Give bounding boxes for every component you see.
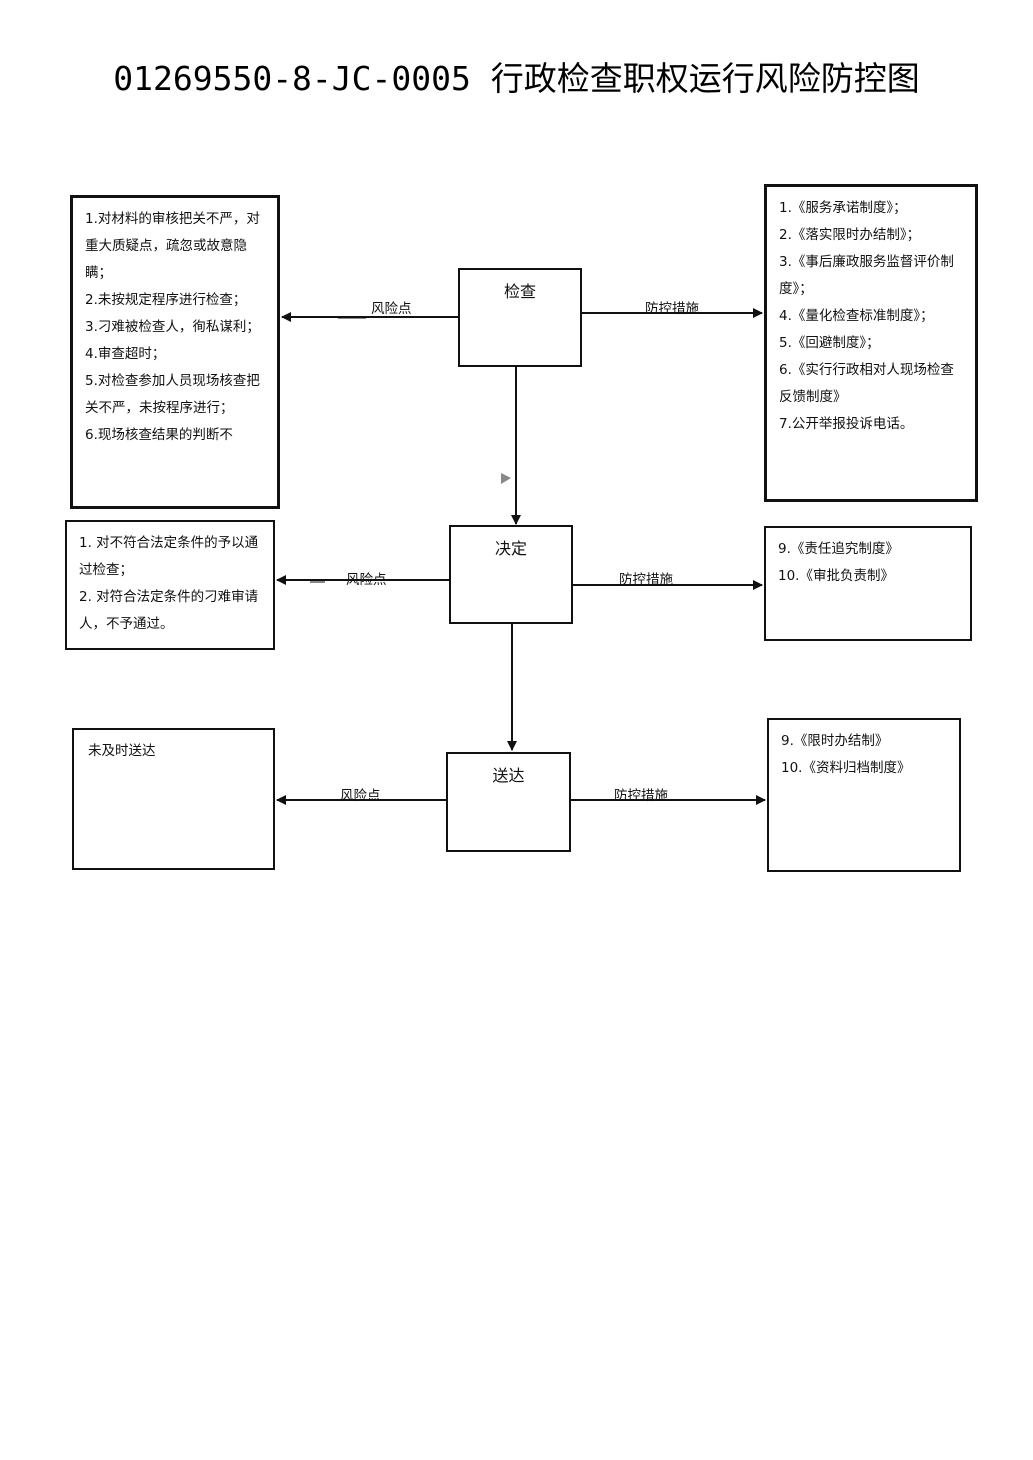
risk-label-2: 风险点 <box>346 572 387 588</box>
node-deliver: 送达 <box>446 752 571 852</box>
risk-item: 5.对检查参加人员现场核查把关不严，未按程序进行； <box>85 373 260 416</box>
control-box-2: 9.《责任追究制度》 10.《审批负责制》 <box>764 526 972 641</box>
risk-item: 未及时送达 <box>88 743 156 759</box>
risk-label-1: 风险点 <box>371 301 412 317</box>
node-inspect: 检查 <box>458 268 582 367</box>
risk-item: 3.刁难被检查人，徇私谋利； <box>85 319 260 335</box>
control-item: 6.《实行行政相对人现场检查反馈制度》 <box>779 362 954 405</box>
risk-list-2: 1. 对不符合法定条件的予以通过检查； 2. 对符合法定条件的刁难审请人，不予通… <box>79 530 263 638</box>
control-item: 1.《服务承诺制度》； <box>779 200 907 216</box>
control-item: 9.《限时办结制》 <box>781 733 889 749</box>
control-label-3: 防控措施 <box>614 788 668 804</box>
risk-box-2: 1. 对不符合法定条件的予以通过检查； 2. 对符合法定条件的刁难审请人，不予通… <box>65 520 275 650</box>
control-item: 5.《回避制度》； <box>779 335 880 351</box>
control-label-1: 防控措施 <box>645 301 699 317</box>
risk-item: 2.未按规定程序进行检查； <box>85 292 247 308</box>
risk-item: 6.现场核查结果的判断不 <box>85 427 233 443</box>
risk-item: 4.审查超时； <box>85 346 166 362</box>
flow-marker-triangle <box>501 473 511 484</box>
node-deliver-label: 送达 <box>492 766 525 785</box>
risk-item: 1. 对不符合法定条件的予以通过检查； <box>79 535 259 578</box>
control-item: 4.《量化检查标准制度》； <box>779 308 934 324</box>
control-box-1: 1.《服务承诺制度》； 2.《落实限时办结制》； 3.《事后廉政服务监督评价制度… <box>764 184 978 502</box>
control-item: 2.《落实限时办结制》； <box>779 227 921 243</box>
risk-box-1: 1.对材料的审核把关不严，对重大质疑点，疏忽或故意隐瞒； 2.未按规定程序进行检… <box>70 195 280 509</box>
page-title: 01269550-8-JC-0005 行政检查职权运行风险防控图 <box>113 59 920 98</box>
control-item: 7.公开举报投诉电话。 <box>779 416 914 432</box>
control-list-3: 9.《限时办结制》 10.《资料归档制度》 <box>781 728 949 782</box>
risk-item: 2. 对符合法定条件的刁难审请人，不予通过。 <box>79 589 259 632</box>
control-item: 3.《事后廉政服务监督评价制度》； <box>779 254 954 297</box>
risk-box-3: 未及时送达 <box>72 728 275 870</box>
risk-list-1: 1.对材料的审核把关不严，对重大质疑点，疏忽或故意隐瞒； 2.未按规定程序进行检… <box>85 206 267 449</box>
risk-item: 1.对材料的审核把关不严，对重大质疑点，疏忽或故意隐瞒； <box>85 211 260 281</box>
control-list-2: 9.《责任追究制度》 10.《审批负责制》 <box>778 536 960 590</box>
control-box-3: 9.《限时办结制》 10.《资料归档制度》 <box>767 718 961 872</box>
risk-list-3: 未及时送达 <box>88 738 263 765</box>
control-item: 9.《责任追究制度》 <box>778 541 899 557</box>
control-item: 10.《审批负责制》 <box>778 568 894 584</box>
node-decide: 决定 <box>449 525 573 624</box>
risk-label-3: 风险点 <box>340 788 381 804</box>
control-item: 10.《资料归档制度》 <box>781 760 911 776</box>
node-decide-label: 决定 <box>494 539 527 558</box>
control-list-1: 1.《服务承诺制度》； 2.《落实限时办结制》； 3.《事后廉政服务监督评价制度… <box>779 195 965 438</box>
node-inspect-label: 检查 <box>503 282 536 301</box>
control-label-2: 防控措施 <box>619 572 673 588</box>
